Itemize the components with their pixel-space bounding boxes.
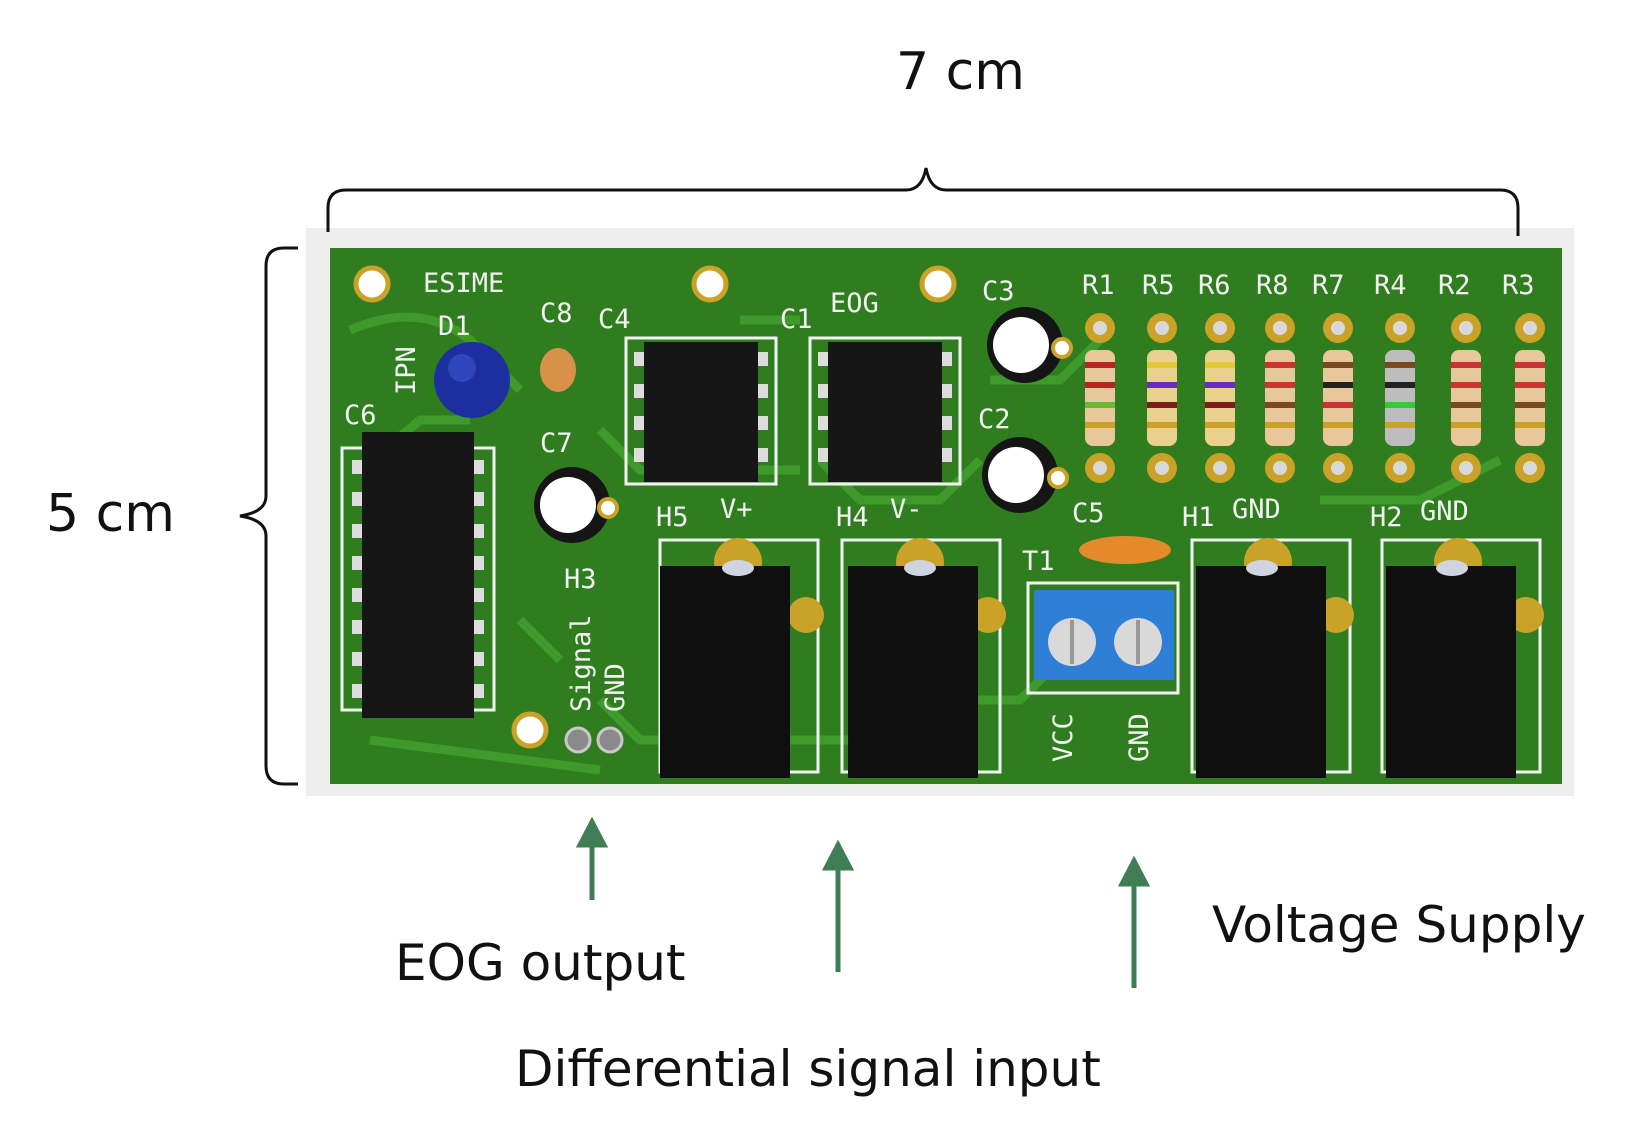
jack-h1 [1190,538,1354,778]
silk-v-plus: V+ [720,494,753,525]
resistor-r4 [1385,313,1415,483]
arrows [575,816,1151,988]
arrow-voltage-supply-head [1117,855,1151,887]
jack-h4 [840,538,1006,778]
resistor-r6 [1205,313,1235,483]
resistor-r2 [1451,313,1481,483]
silk-r6: R6 [1198,270,1231,301]
resistor-r7 [1323,313,1353,483]
differential-input-caption: Differential signal input [515,1040,1101,1098]
ic-c1 [808,336,962,486]
silk-v-minus: V- [890,494,923,525]
silk-c4: C4 [598,304,631,335]
resistor-r5 [1147,313,1177,483]
silk-h2-gnd: GND [1420,496,1469,527]
silk-r3: R3 [1502,270,1535,301]
silk-h5: H5 [656,502,689,533]
led-d1 [434,342,510,418]
silk-h3-gnd: GND [600,663,631,712]
terminal-block-t1 [1026,581,1180,695]
silk-esime: ESIME [423,268,504,299]
silk-t1: T1 [1022,546,1055,577]
silk-c8: C8 [540,298,573,329]
resistor-array [1085,313,1545,483]
resistor-r1 [1085,313,1115,483]
jack-h2 [1380,538,1544,778]
silk-d1: D1 [438,311,471,342]
width-dimension-label: 7 cm [896,42,1025,102]
silk-ipn: IPN [391,346,422,395]
capacitor-c3 [987,307,1073,383]
silk-t1-gnd: GND [1124,713,1155,762]
arrow-differential-input-head [821,839,855,871]
silk-c7: C7 [540,428,573,459]
capacitor-c7 [534,467,619,543]
silk-c1: C1 [780,304,813,335]
silk-h2: H2 [1370,502,1403,533]
silk-h1: H1 [1182,502,1215,533]
header-h3 [564,726,624,754]
silk-c5: C5 [1072,498,1105,529]
silk-r1: R1 [1082,270,1115,301]
resistor-r8 [1265,313,1295,483]
resistor-r3 [1515,313,1545,483]
mounting-holes [353,265,957,749]
silk-h4: H4 [836,502,869,533]
ic-c6 [340,432,496,718]
ic-c4 [624,336,778,486]
silk-r4: R4 [1374,270,1407,301]
silk-c3: C3 [982,276,1015,307]
voltage-supply-caption: Voltage Supply [1212,896,1586,954]
jack-h5 [658,538,824,778]
capacitor-c8 [540,348,576,392]
silk-c6: C6 [344,400,377,431]
silk-h3: H3 [564,564,597,595]
height-dimension-label: 5 cm [46,484,175,544]
capacitor-c2 [982,437,1069,513]
capacitor-c5 [1079,536,1171,564]
arrow-eog-output-head [575,816,609,848]
silk-eog: EOG [830,288,879,319]
silk-c2: C2 [978,404,1011,435]
silk-r2: R2 [1438,270,1471,301]
width-bracket [326,167,1520,236]
eog-output-caption: EOG output [395,934,686,992]
silk-r8: R8 [1256,270,1289,301]
height-bracket [239,246,298,786]
silk-h1-gnd: GND [1232,494,1281,525]
silk-vcc: VCC [1048,713,1079,762]
silk-r7: R7 [1312,270,1345,301]
silk-r5: R5 [1142,270,1175,301]
silk-signal: Signal [566,614,597,712]
